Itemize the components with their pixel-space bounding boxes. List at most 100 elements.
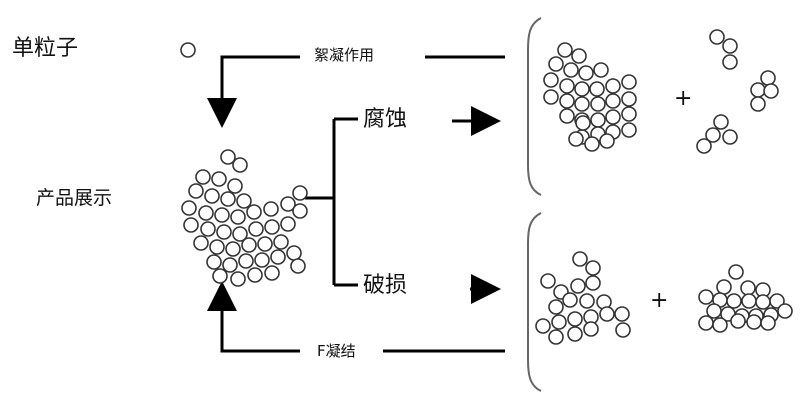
particle-circle bbox=[740, 280, 756, 296]
particle-circle bbox=[220, 191, 236, 207]
particle-circle bbox=[567, 311, 583, 327]
particle-circle bbox=[225, 241, 241, 257]
particle-circle bbox=[543, 72, 559, 88]
particle-circle bbox=[568, 131, 584, 147]
particle-circle bbox=[195, 169, 211, 185]
particle-circle bbox=[585, 275, 601, 291]
particle-circle bbox=[548, 299, 564, 315]
particle-circle bbox=[571, 48, 587, 64]
particle-circle bbox=[760, 315, 776, 331]
particle-circle bbox=[741, 293, 757, 309]
particle-circle bbox=[605, 78, 621, 94]
particle-circle bbox=[705, 127, 721, 143]
particle-circle bbox=[540, 273, 556, 289]
particle-circle bbox=[232, 226, 248, 242]
particle-circle bbox=[211, 171, 227, 187]
product-display-label: 产品展示 bbox=[36, 187, 112, 209]
particle-circle bbox=[763, 83, 779, 99]
particle-circle bbox=[589, 81, 605, 97]
particle-circle bbox=[286, 245, 302, 261]
erosion-label: 腐蚀 bbox=[363, 107, 407, 132]
particle-circle bbox=[216, 224, 232, 240]
particle-circle bbox=[578, 65, 594, 81]
particle-circle bbox=[572, 251, 588, 267]
particle-circle bbox=[180, 42, 196, 58]
particle-circle bbox=[548, 329, 564, 345]
particle-circle bbox=[750, 96, 766, 112]
flocculation-label: 絮凝作用 bbox=[314, 46, 374, 64]
particle-circle bbox=[230, 209, 246, 225]
particle-circle bbox=[292, 203, 308, 219]
particle-circle bbox=[290, 258, 306, 274]
particle-circle bbox=[584, 136, 600, 152]
particle-circle bbox=[181, 200, 197, 216]
particle-circle bbox=[722, 54, 738, 70]
particle-circle bbox=[698, 315, 714, 331]
particle-circle bbox=[280, 196, 296, 212]
eroded-fragments bbox=[696, 29, 779, 154]
particle-circle bbox=[760, 70, 776, 86]
particle-circle bbox=[559, 78, 575, 94]
particle-circle bbox=[755, 294, 771, 310]
particle-circle bbox=[583, 321, 599, 337]
broken-fragment-right bbox=[698, 264, 793, 333]
single-particle bbox=[180, 42, 196, 58]
particle-circle bbox=[716, 279, 732, 295]
particle-circle bbox=[212, 268, 228, 284]
particle-circle bbox=[575, 115, 591, 131]
particle-circle bbox=[621, 91, 637, 107]
particle-circle bbox=[188, 183, 204, 199]
particle-circle bbox=[273, 234, 289, 250]
particle-circle bbox=[605, 109, 621, 125]
broken-fragment-left bbox=[535, 251, 631, 345]
particle-circle bbox=[246, 204, 262, 220]
particle-circle bbox=[183, 217, 199, 233]
particle-circle bbox=[769, 293, 785, 309]
particle-circle bbox=[712, 317, 728, 333]
particle-circle bbox=[204, 188, 220, 204]
particle-circle bbox=[615, 322, 631, 338]
particle-circle bbox=[236, 193, 252, 209]
particle-circle bbox=[248, 221, 264, 237]
particle-circle bbox=[238, 253, 254, 269]
particle-circle bbox=[728, 264, 744, 280]
particle-circle bbox=[222, 257, 238, 273]
particle-circle bbox=[280, 216, 296, 232]
particle-circle bbox=[559, 108, 575, 124]
plus-sign-top: + bbox=[674, 86, 692, 111]
particle-circle bbox=[548, 56, 564, 72]
particle-circle bbox=[590, 112, 606, 128]
single-particle-label: 单粒子 bbox=[12, 36, 78, 61]
particle-circle bbox=[621, 74, 637, 90]
particle-circle bbox=[254, 252, 270, 268]
particle-circle bbox=[230, 271, 246, 287]
particle-circle bbox=[709, 29, 725, 45]
particle-circle bbox=[264, 219, 280, 235]
particle-circle bbox=[746, 314, 762, 330]
eroded-floc-cluster bbox=[543, 42, 637, 152]
particle-circle bbox=[562, 292, 578, 308]
particle-circle bbox=[543, 89, 559, 105]
particle-circle bbox=[579, 293, 595, 309]
particle-circle bbox=[263, 201, 279, 217]
particle-circle bbox=[750, 82, 766, 98]
floc-cluster bbox=[181, 149, 308, 287]
particle-circle bbox=[264, 265, 280, 281]
particle-circle bbox=[574, 96, 590, 112]
particle-circle bbox=[593, 62, 609, 78]
particle-circle bbox=[696, 138, 712, 154]
plus-sign-bottom: + bbox=[650, 288, 668, 313]
f-coagulation-label: F凝结 bbox=[317, 342, 356, 360]
particle-circle bbox=[292, 185, 308, 201]
particle-circle bbox=[557, 42, 573, 58]
particle-circle bbox=[232, 157, 248, 173]
particle-circle bbox=[722, 129, 738, 145]
particle-circle bbox=[726, 293, 742, 309]
particle-circle bbox=[730, 313, 746, 329]
particle-circle bbox=[585, 260, 601, 276]
particle-circle bbox=[193, 235, 209, 251]
particle-circle bbox=[567, 326, 583, 342]
particle-circle bbox=[214, 207, 230, 223]
